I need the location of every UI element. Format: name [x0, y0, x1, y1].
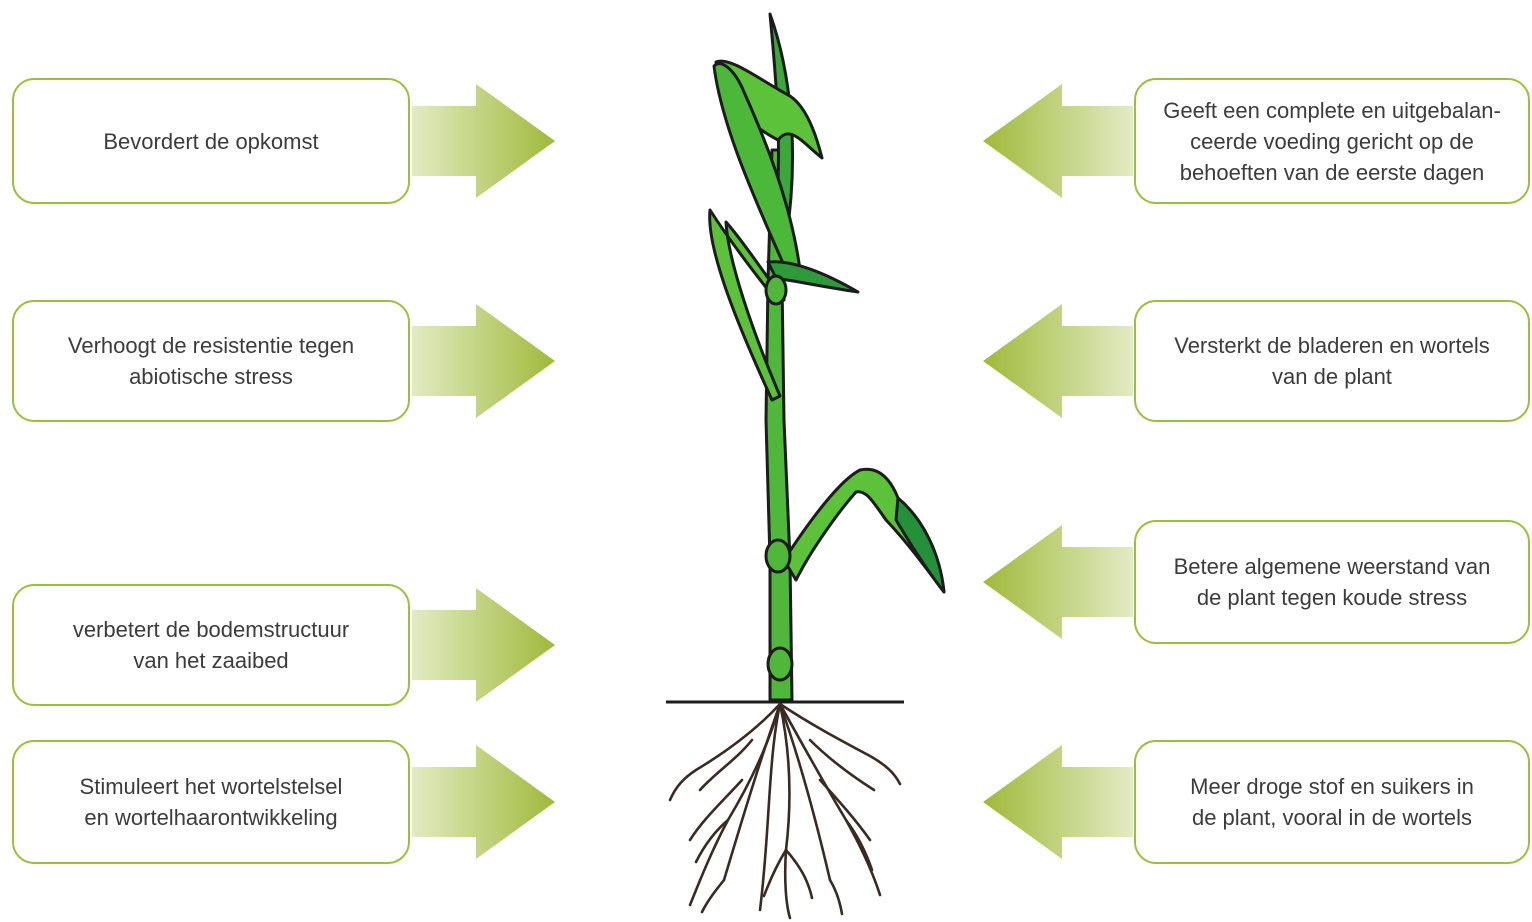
benefit-box-nutrition: Geeft een complete en uitgebalan- ceerde…: [1134, 78, 1530, 204]
arrow-right-1: [412, 84, 555, 198]
benefit-text: Stimuleert het wortelstelsel en wortelha…: [79, 774, 343, 830]
benefit-box-cold-stress: Betere algemene weerstand van de plant t…: [1134, 520, 1530, 644]
benefit-text: Versterkt de bladeren en wortels van de …: [1174, 333, 1490, 389]
leaf-mid-right: [766, 260, 860, 294]
arrow-right-2: [412, 304, 555, 418]
benefit-text: Verhoogt de resistentie tegen abiotische…: [67, 333, 355, 389]
benefit-text: Bevordert de opkomst: [103, 128, 319, 154]
arrow-left-1: [983, 84, 1133, 198]
benefit-box-abiotic-stress: Verhoogt de resistentie tegen abiotische…: [12, 300, 410, 422]
arrow-left-3: [983, 525, 1133, 639]
leaf-mid-left: [708, 208, 786, 402]
benefit-box-emergence: Bevordert de opkomst: [12, 78, 410, 204]
arrow-left-4: [983, 745, 1133, 859]
leaf-upper-arch: [712, 62, 802, 272]
arrow-right-3: [412, 588, 555, 702]
benefit-text: Betere algemene weerstand van de plant t…: [1173, 554, 1491, 610]
benefit-text: Meer droge stof en suikers in de plant, …: [1190, 774, 1474, 830]
arrow-right-4: [412, 745, 555, 859]
benefit-box-root-system: Stimuleert het wortelstelsel en wortelha…: [12, 740, 410, 864]
leaf-lower-tip: [894, 496, 946, 594]
stem-node-1: [764, 274, 788, 306]
stem-node-2: [764, 538, 792, 574]
benefit-box-strengthens: Versterkt de bladeren en wortels van de …: [1134, 300, 1530, 422]
benefit-text: verbetert de bodemstructuur van het zaai…: [72, 617, 350, 673]
roots: [668, 702, 902, 920]
stem-node-3: [766, 646, 794, 682]
benefit-text: Geeft een complete en uitgebalan- ceerde…: [1163, 97, 1501, 185]
benefit-box-soil-structure: verbetert de bodemstructuur van het zaai…: [12, 584, 410, 706]
benefit-box-dry-matter: Meer droge stof en suikers in de plant, …: [1134, 740, 1530, 864]
arrow-left-2: [983, 304, 1133, 418]
